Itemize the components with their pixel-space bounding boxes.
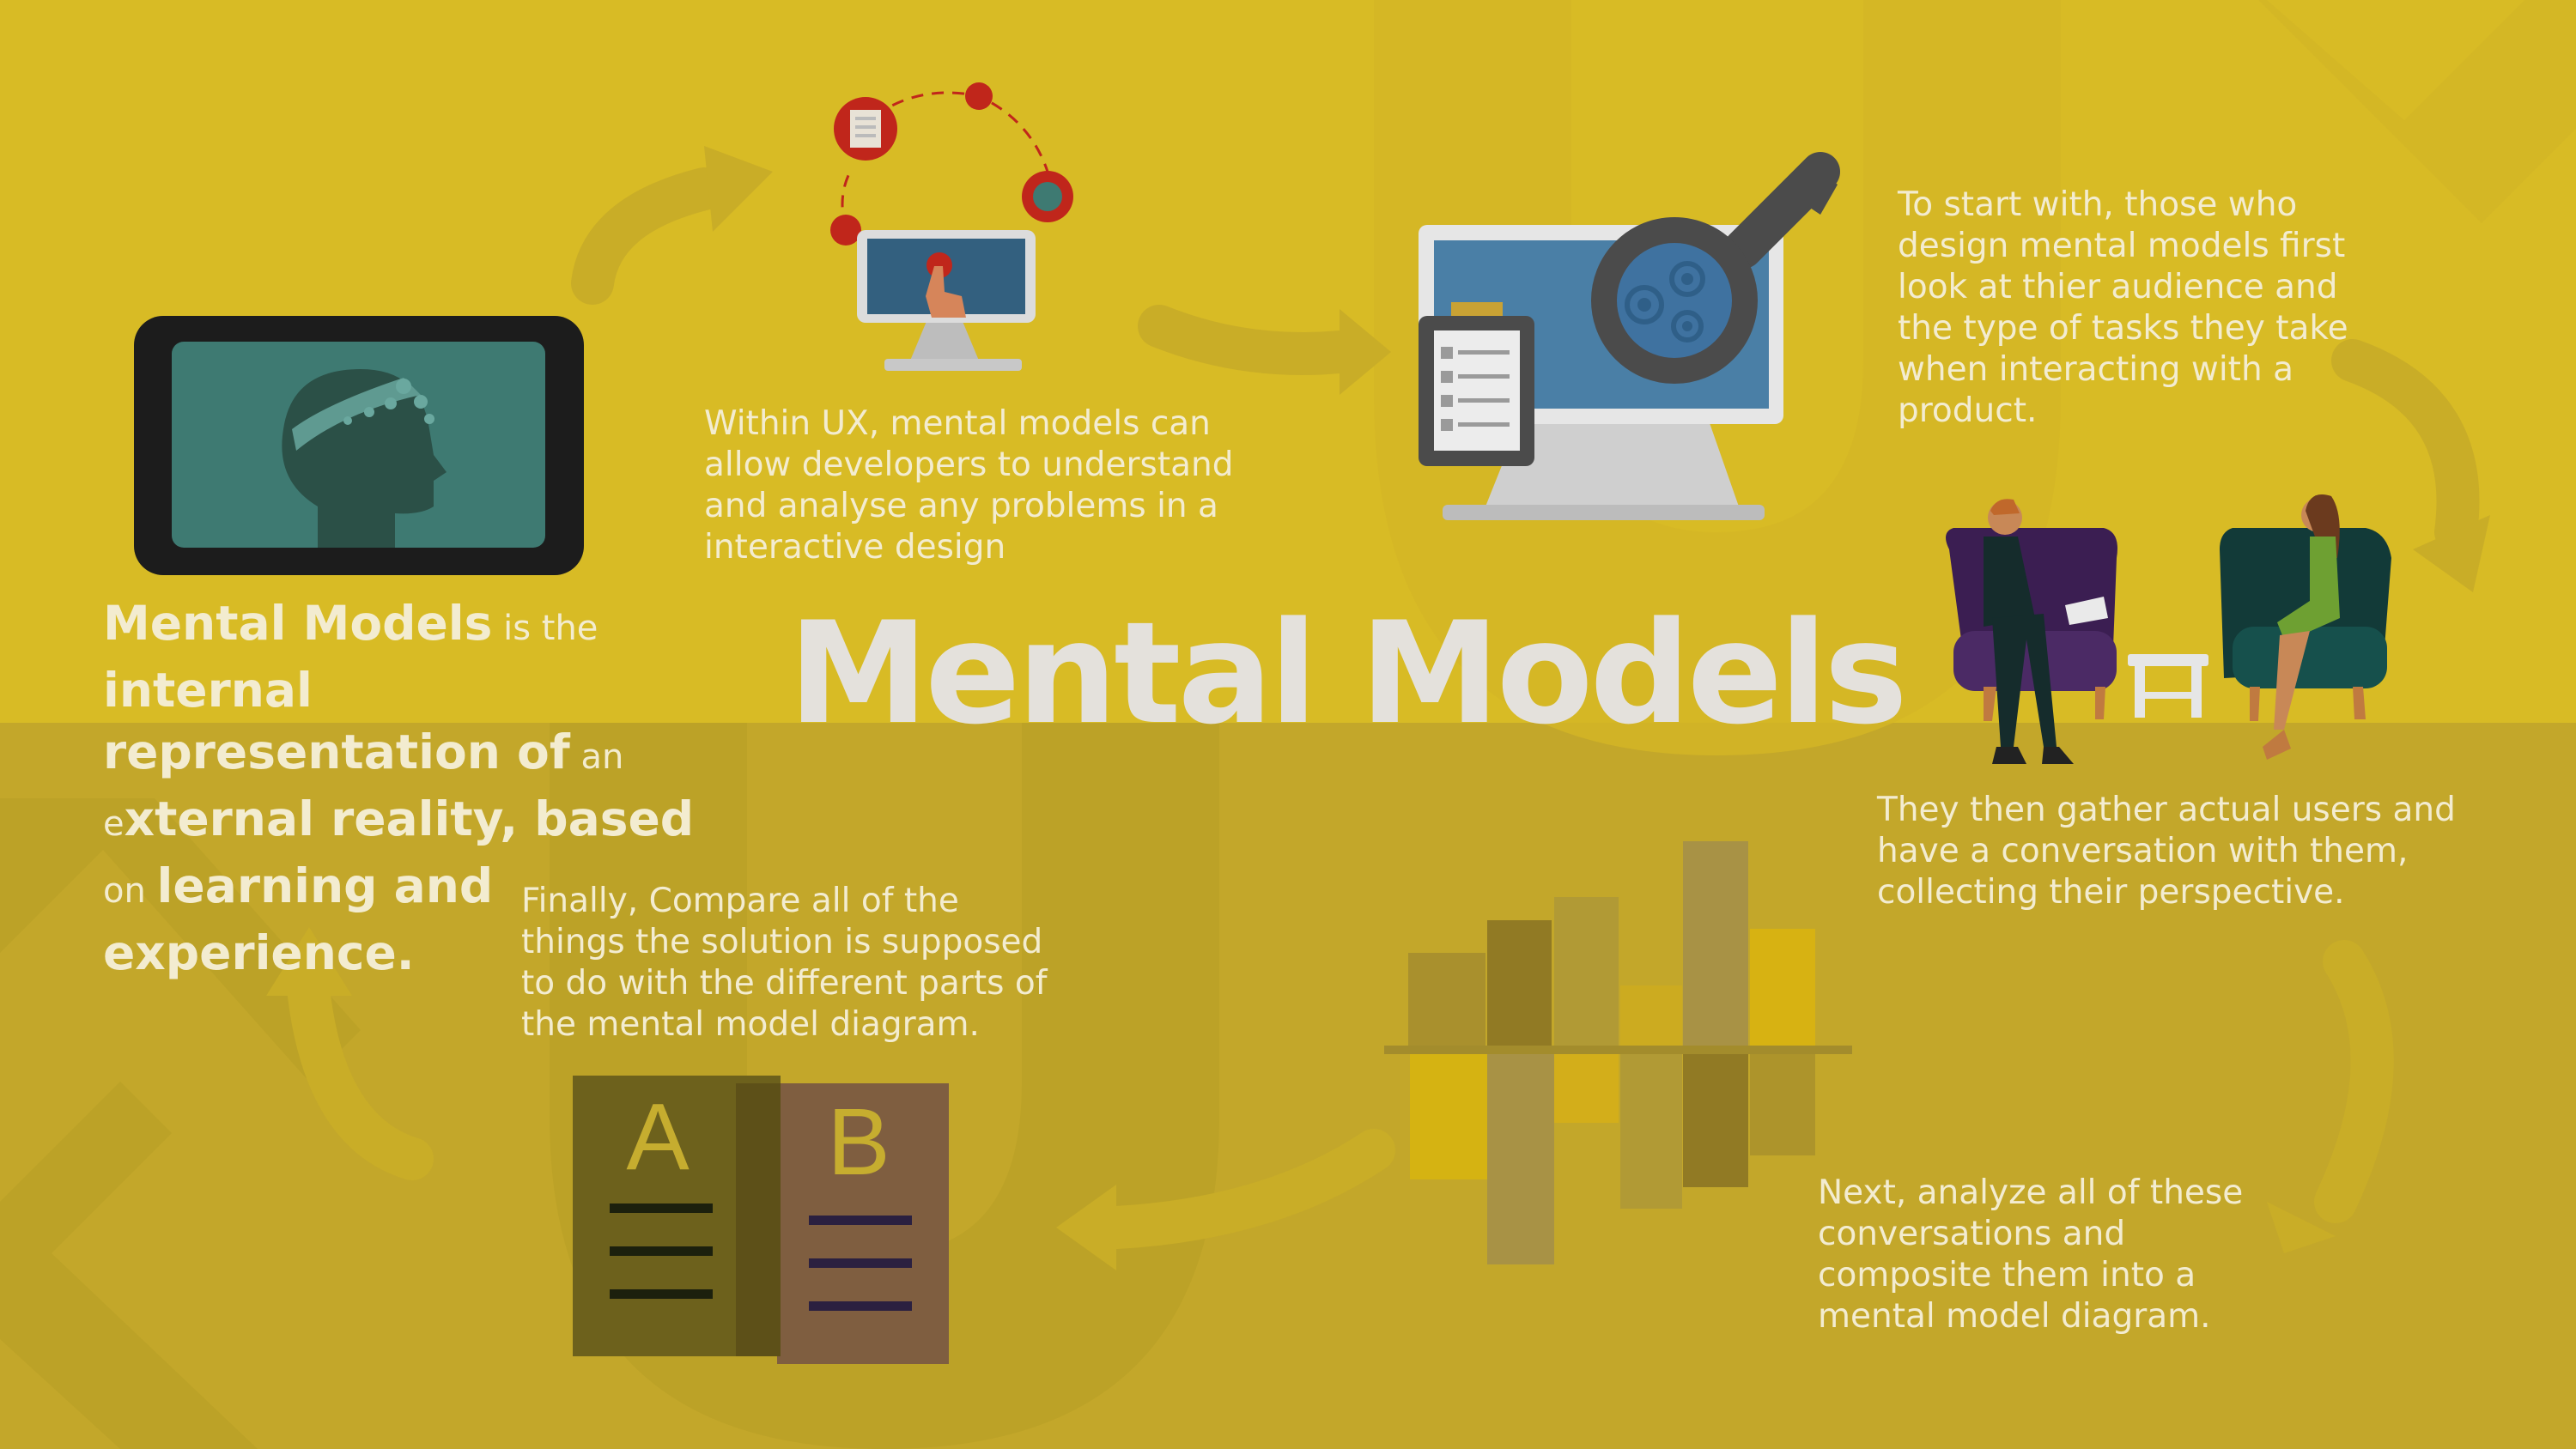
touch-screen-icon — [830, 82, 1073, 371]
def-part: an e — [103, 737, 624, 844]
doc-b-label: B — [827, 1089, 890, 1195]
def-part: on — [103, 871, 157, 911]
step-within-ux: Within UX, mental models can allow devel… — [704, 404, 1234, 567]
bar-diagram-icon — [1384, 841, 1852, 1264]
head-gears-icon — [134, 316, 584, 575]
step-start-with: To start with, those who design mental m… — [1898, 185, 2348, 430]
step-compare: Finally, Compare all of the things the s… — [521, 882, 1048, 1044]
page-title: Mental Models — [788, 591, 1908, 755]
def-part: is the — [492, 609, 598, 648]
definition-text: Mental Models is the internal representa… — [103, 592, 721, 984]
step-gather: They then gather actual users and have a… — [1877, 791, 2456, 912]
step-analyze: Next, analyze all of these conversations… — [1818, 1173, 2244, 1336]
magnifier-gears-icon — [1419, 152, 1840, 520]
def-part: internal representation of — [103, 663, 570, 779]
document-ab-icon: A B — [573, 1076, 949, 1364]
def-part: learning and experience. — [103, 858, 494, 980]
def-part: Mental Models — [103, 596, 493, 651]
doc-a-label: A — [626, 1084, 690, 1190]
conversation-icon — [1946, 494, 2391, 764]
def-part: xternal reality, based — [124, 791, 695, 846]
